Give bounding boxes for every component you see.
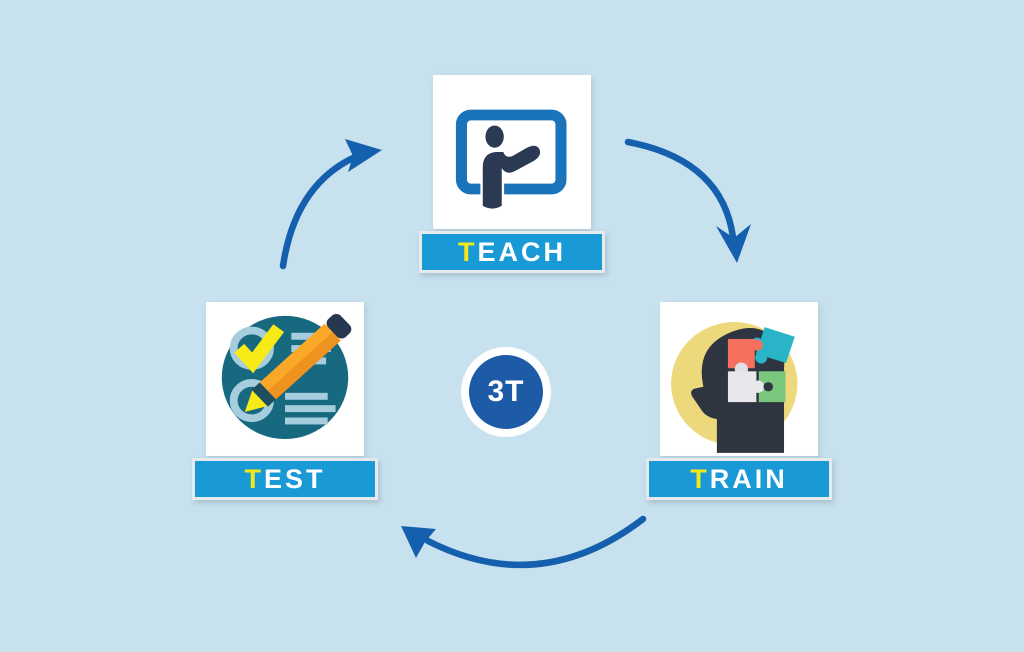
train-icon-card [660, 302, 818, 456]
arrow-teach-to-train-icon [624, 138, 751, 263]
arrow-train-to-test-icon [401, 515, 647, 569]
teach-label-rest: EACH [477, 236, 566, 267]
train-label-initial: T [690, 463, 710, 494]
center-3t-badge: 3T [461, 347, 551, 437]
arrow-test-to-teach-icon [279, 139, 382, 270]
head-puzzle-icon [671, 322, 798, 453]
test-label-rest: EST [263, 463, 326, 494]
center-3t-label: 3T [487, 375, 525, 408]
train-label-rest: RAIN [709, 463, 788, 494]
center-3t-circle: 3T [469, 355, 543, 429]
teach-label-initial: T [457, 236, 478, 267]
test-label-initial: T [244, 463, 264, 494]
checklist-pencil-icon [221, 314, 352, 440]
presentation-teacher-icon [455, 109, 567, 211]
teach-icon-card [433, 75, 591, 229]
test-icon-card [206, 302, 364, 456]
